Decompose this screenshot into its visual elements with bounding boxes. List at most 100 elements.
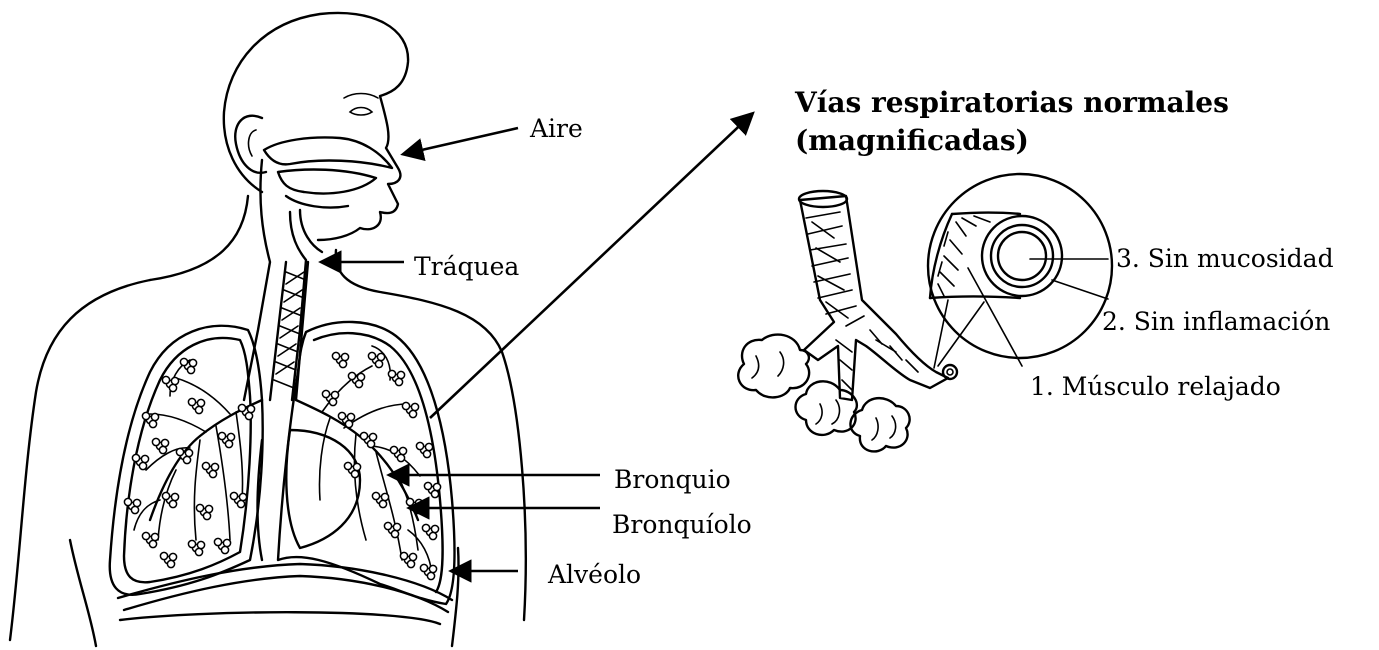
alveolus — [422, 524, 429, 531]
alveolus — [368, 352, 375, 359]
alveolus — [402, 402, 409, 409]
alveolus — [151, 413, 158, 420]
alveolus — [399, 447, 406, 454]
magnified-cross-section — [928, 174, 1112, 358]
alveolus — [185, 449, 192, 456]
alveolus — [347, 413, 354, 420]
alveolus — [360, 432, 367, 439]
alveolus — [203, 512, 210, 519]
alveolus — [167, 560, 174, 567]
alveolus — [416, 442, 423, 449]
alveolus — [397, 454, 404, 461]
alveolus — [397, 371, 404, 378]
alveolus — [345, 420, 352, 427]
alveolus — [353, 463, 360, 470]
alveolus — [433, 483, 440, 490]
alveolus — [176, 448, 183, 455]
alveolus — [429, 565, 436, 572]
alveolus — [407, 560, 414, 567]
alveolus — [197, 541, 204, 548]
alveolus — [151, 533, 158, 540]
alveolus — [400, 552, 407, 559]
alveolus — [218, 432, 225, 439]
alveolus — [195, 548, 202, 555]
alveolus — [388, 370, 395, 377]
airway-wall-outer — [982, 216, 1062, 296]
alveolus — [131, 506, 138, 513]
alveolus — [355, 380, 362, 387]
alveolus — [159, 446, 166, 453]
human-figure-illustration — [10, 13, 526, 646]
nasal-cavity — [264, 138, 392, 169]
heart-area — [258, 430, 361, 560]
alveolus — [391, 530, 398, 537]
alveolus — [431, 525, 438, 532]
label-musculo-relajado: 1. Músculo relajado — [1030, 372, 1281, 401]
alveolus — [205, 505, 212, 512]
sin-inflamacion-leader — [1052, 280, 1108, 299]
alveolus — [390, 446, 397, 453]
label-aire: Aire — [529, 114, 583, 143]
left-bronchial-tree — [134, 360, 262, 540]
alveolus — [332, 352, 339, 359]
alveolus — [152, 438, 159, 445]
alveolus — [214, 538, 221, 545]
alveolus — [322, 390, 329, 397]
alveolus — [420, 564, 427, 571]
diaphragm — [118, 564, 452, 600]
alveolus — [406, 498, 413, 505]
alveolus — [230, 492, 237, 499]
alveolus — [162, 376, 169, 383]
alveolus — [427, 572, 434, 579]
alveolus — [169, 384, 176, 391]
alveolus — [133, 499, 140, 506]
alveolus — [377, 353, 384, 360]
alveolus — [339, 360, 346, 367]
alveolus — [180, 358, 187, 365]
alveolus — [415, 499, 422, 506]
alveolus — [142, 412, 149, 419]
alveolus — [338, 412, 345, 419]
alveolus — [223, 539, 230, 546]
alveolus — [227, 433, 234, 440]
label-bronquio: Bronquio — [614, 465, 731, 494]
alveolus — [188, 398, 195, 405]
alveolus — [187, 366, 194, 373]
alveolus — [424, 482, 431, 489]
magnified-airway-illustration — [738, 174, 1112, 451]
alveolus — [189, 359, 196, 366]
alveolus — [372, 492, 379, 499]
alveolus — [375, 360, 382, 367]
label-bronquiolo: Bronquíolo — [612, 510, 752, 539]
alveolus — [381, 493, 388, 500]
right-bronchial-tree — [296, 346, 432, 574]
alveolus — [425, 443, 432, 450]
title-line-2: (magnificadas) — [795, 124, 1029, 157]
alveolus — [162, 492, 169, 499]
neck-left — [150, 196, 248, 280]
alveolus — [329, 398, 336, 405]
alveolus — [369, 433, 376, 440]
label-sin-mucosidad: 3. Sin mucosidad — [1116, 244, 1334, 273]
oral-cavity — [278, 170, 376, 194]
aire-arrow — [404, 128, 518, 154]
alveolus — [393, 523, 400, 530]
alveolus — [379, 500, 386, 507]
eye — [350, 108, 372, 116]
alveolus — [367, 440, 374, 447]
alveolus — [124, 498, 131, 505]
label-alveolo: Alvéolo — [547, 560, 641, 589]
alveolus — [348, 372, 355, 379]
alveolus — [351, 470, 358, 477]
alveolus — [344, 462, 351, 469]
airway-lumen — [998, 232, 1046, 280]
alveolus — [238, 404, 245, 411]
alveolus — [221, 546, 228, 553]
alveolus — [384, 522, 391, 529]
alveolus — [411, 403, 418, 410]
alveolar-sac-middle — [796, 381, 857, 435]
alveolus — [141, 455, 148, 462]
alveolus — [211, 463, 218, 470]
trachea — [270, 262, 308, 400]
